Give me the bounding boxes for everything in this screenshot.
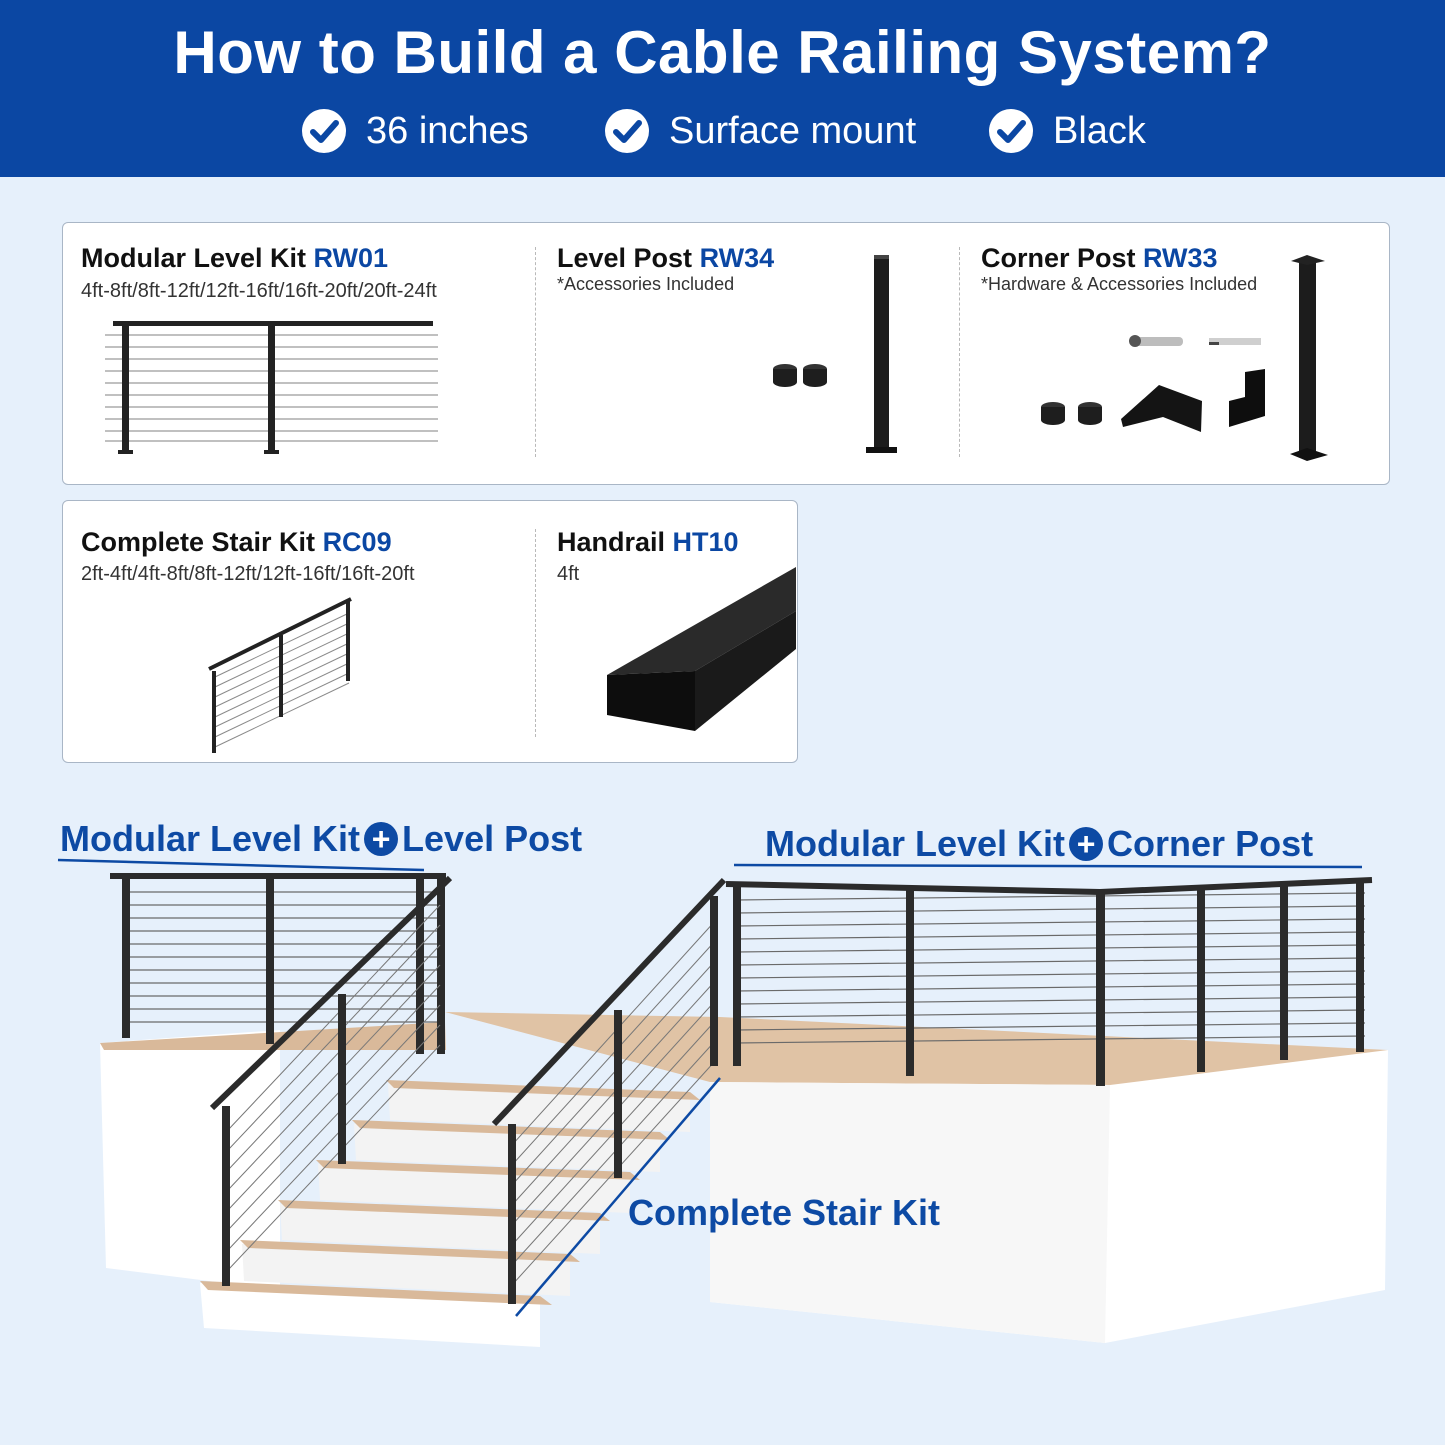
divider [535, 247, 536, 457]
stair-steps [200, 1080, 700, 1347]
product-card-level: Modular Level Kit RW01 4ft-8ft/8ft-12ft/… [62, 222, 1390, 485]
check-circle-icon [989, 109, 1033, 153]
feature-label: 36 inches [366, 109, 529, 152]
feature-color: Black [987, 106, 1146, 156]
callout-stair-kit: Complete Stair Kit [628, 1192, 941, 1233]
product-sizes: 2ft-4ft/4ft-8ft/8ft-12ft/12ft-16ft/16ft-… [81, 563, 415, 585]
product-note: *Hardware & Accessories Included [981, 274, 1258, 294]
product-note: *Accessories Included [557, 274, 735, 294]
product-title-modular-kit: Modular Level Kit RW01 [81, 243, 389, 273]
product-sizes: 4ft-8ft/8ft-12ft/12ft-16ft/16ft-20ft/20f… [81, 280, 437, 302]
handrail-illustration [607, 567, 796, 731]
product-title-stair-kit: Complete Stair Kit RC09 [81, 527, 392, 557]
level-kit-illustration [105, 321, 438, 454]
check-circle-icon [302, 109, 346, 153]
header-banner: How to Build a Cable Railing System? 36 … [0, 0, 1445, 177]
feature-mount: Surface mount [603, 106, 916, 156]
feature-label: Surface mount [669, 109, 917, 152]
product-title-corner-post: Corner Post RW33 [981, 243, 1218, 273]
left-stair-cables [227, 904, 441, 1271]
divider [535, 529, 536, 737]
right-rail-cables [735, 892, 1366, 1044]
product-title-handrail: Handrail HT10 [557, 527, 739, 557]
plus-icon: + [1069, 827, 1104, 861]
stair-kit-illustration [208, 597, 352, 753]
product-title-level-post: Level Post RW34 [557, 243, 775, 273]
divider [959, 247, 960, 457]
page-title: How to Build a Cable Railing System? [173, 19, 1272, 86]
feature-label: Black [1053, 109, 1146, 152]
product-card-stair: Complete Stair Kit RC09 2ft-4ft/4ft-8ft/… [62, 500, 798, 763]
check-circle-icon [605, 109, 649, 153]
plus-icon: + [364, 822, 399, 856]
level-post-illustration [773, 255, 897, 453]
product-length: 4ft [557, 563, 580, 585]
callout-corner-post: Modular Level Kit + Corner Post [765, 823, 1314, 864]
corner-post-illustration [1041, 255, 1328, 461]
feature-height: 36 inches [300, 106, 529, 156]
callout-level-post: Modular Level Kit + Level Post [60, 818, 583, 859]
left-rail-cables [126, 891, 440, 1023]
